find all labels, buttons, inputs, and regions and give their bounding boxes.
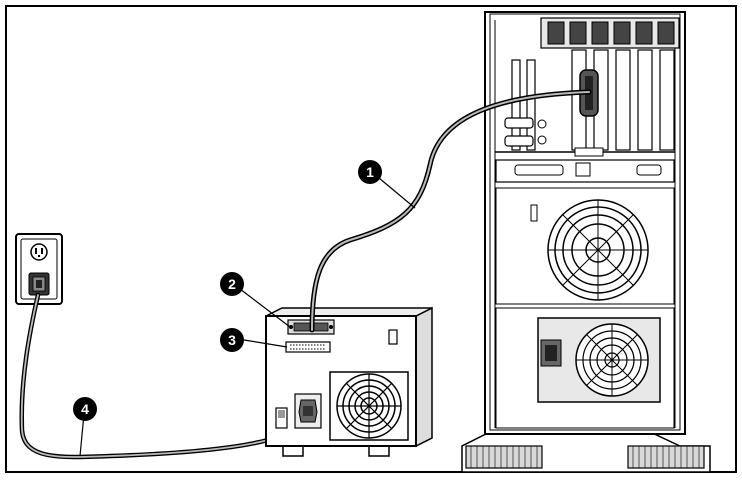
- callout-2-leader: [239, 288, 291, 328]
- fan-icon: [329, 371, 409, 441]
- server-tower-icon: [461, 11, 711, 473]
- callout-4: 4: [73, 397, 97, 421]
- callout-4-label: 4: [81, 401, 89, 417]
- callout-3-label: 3: [228, 332, 236, 348]
- callout-1-label: 1: [366, 164, 374, 180]
- power-plug-icon: [28, 272, 50, 296]
- callout-1: 1: [358, 160, 382, 184]
- callout-3: 3: [220, 328, 244, 352]
- fan-icon: [547, 199, 649, 301]
- external-storage-enclosure-icon: [265, 306, 433, 457]
- callout-3-leader: [243, 339, 288, 348]
- callout-2: 2: [220, 272, 244, 296]
- fan-icon: [575, 323, 649, 397]
- callout-4-leader: [79, 413, 85, 457]
- callout-1-leader: [378, 177, 416, 209]
- scsi-cable-icon: [309, 89, 592, 333]
- callout-2-label: 2: [228, 276, 236, 292]
- wall-outlet-icon: [15, 233, 63, 305]
